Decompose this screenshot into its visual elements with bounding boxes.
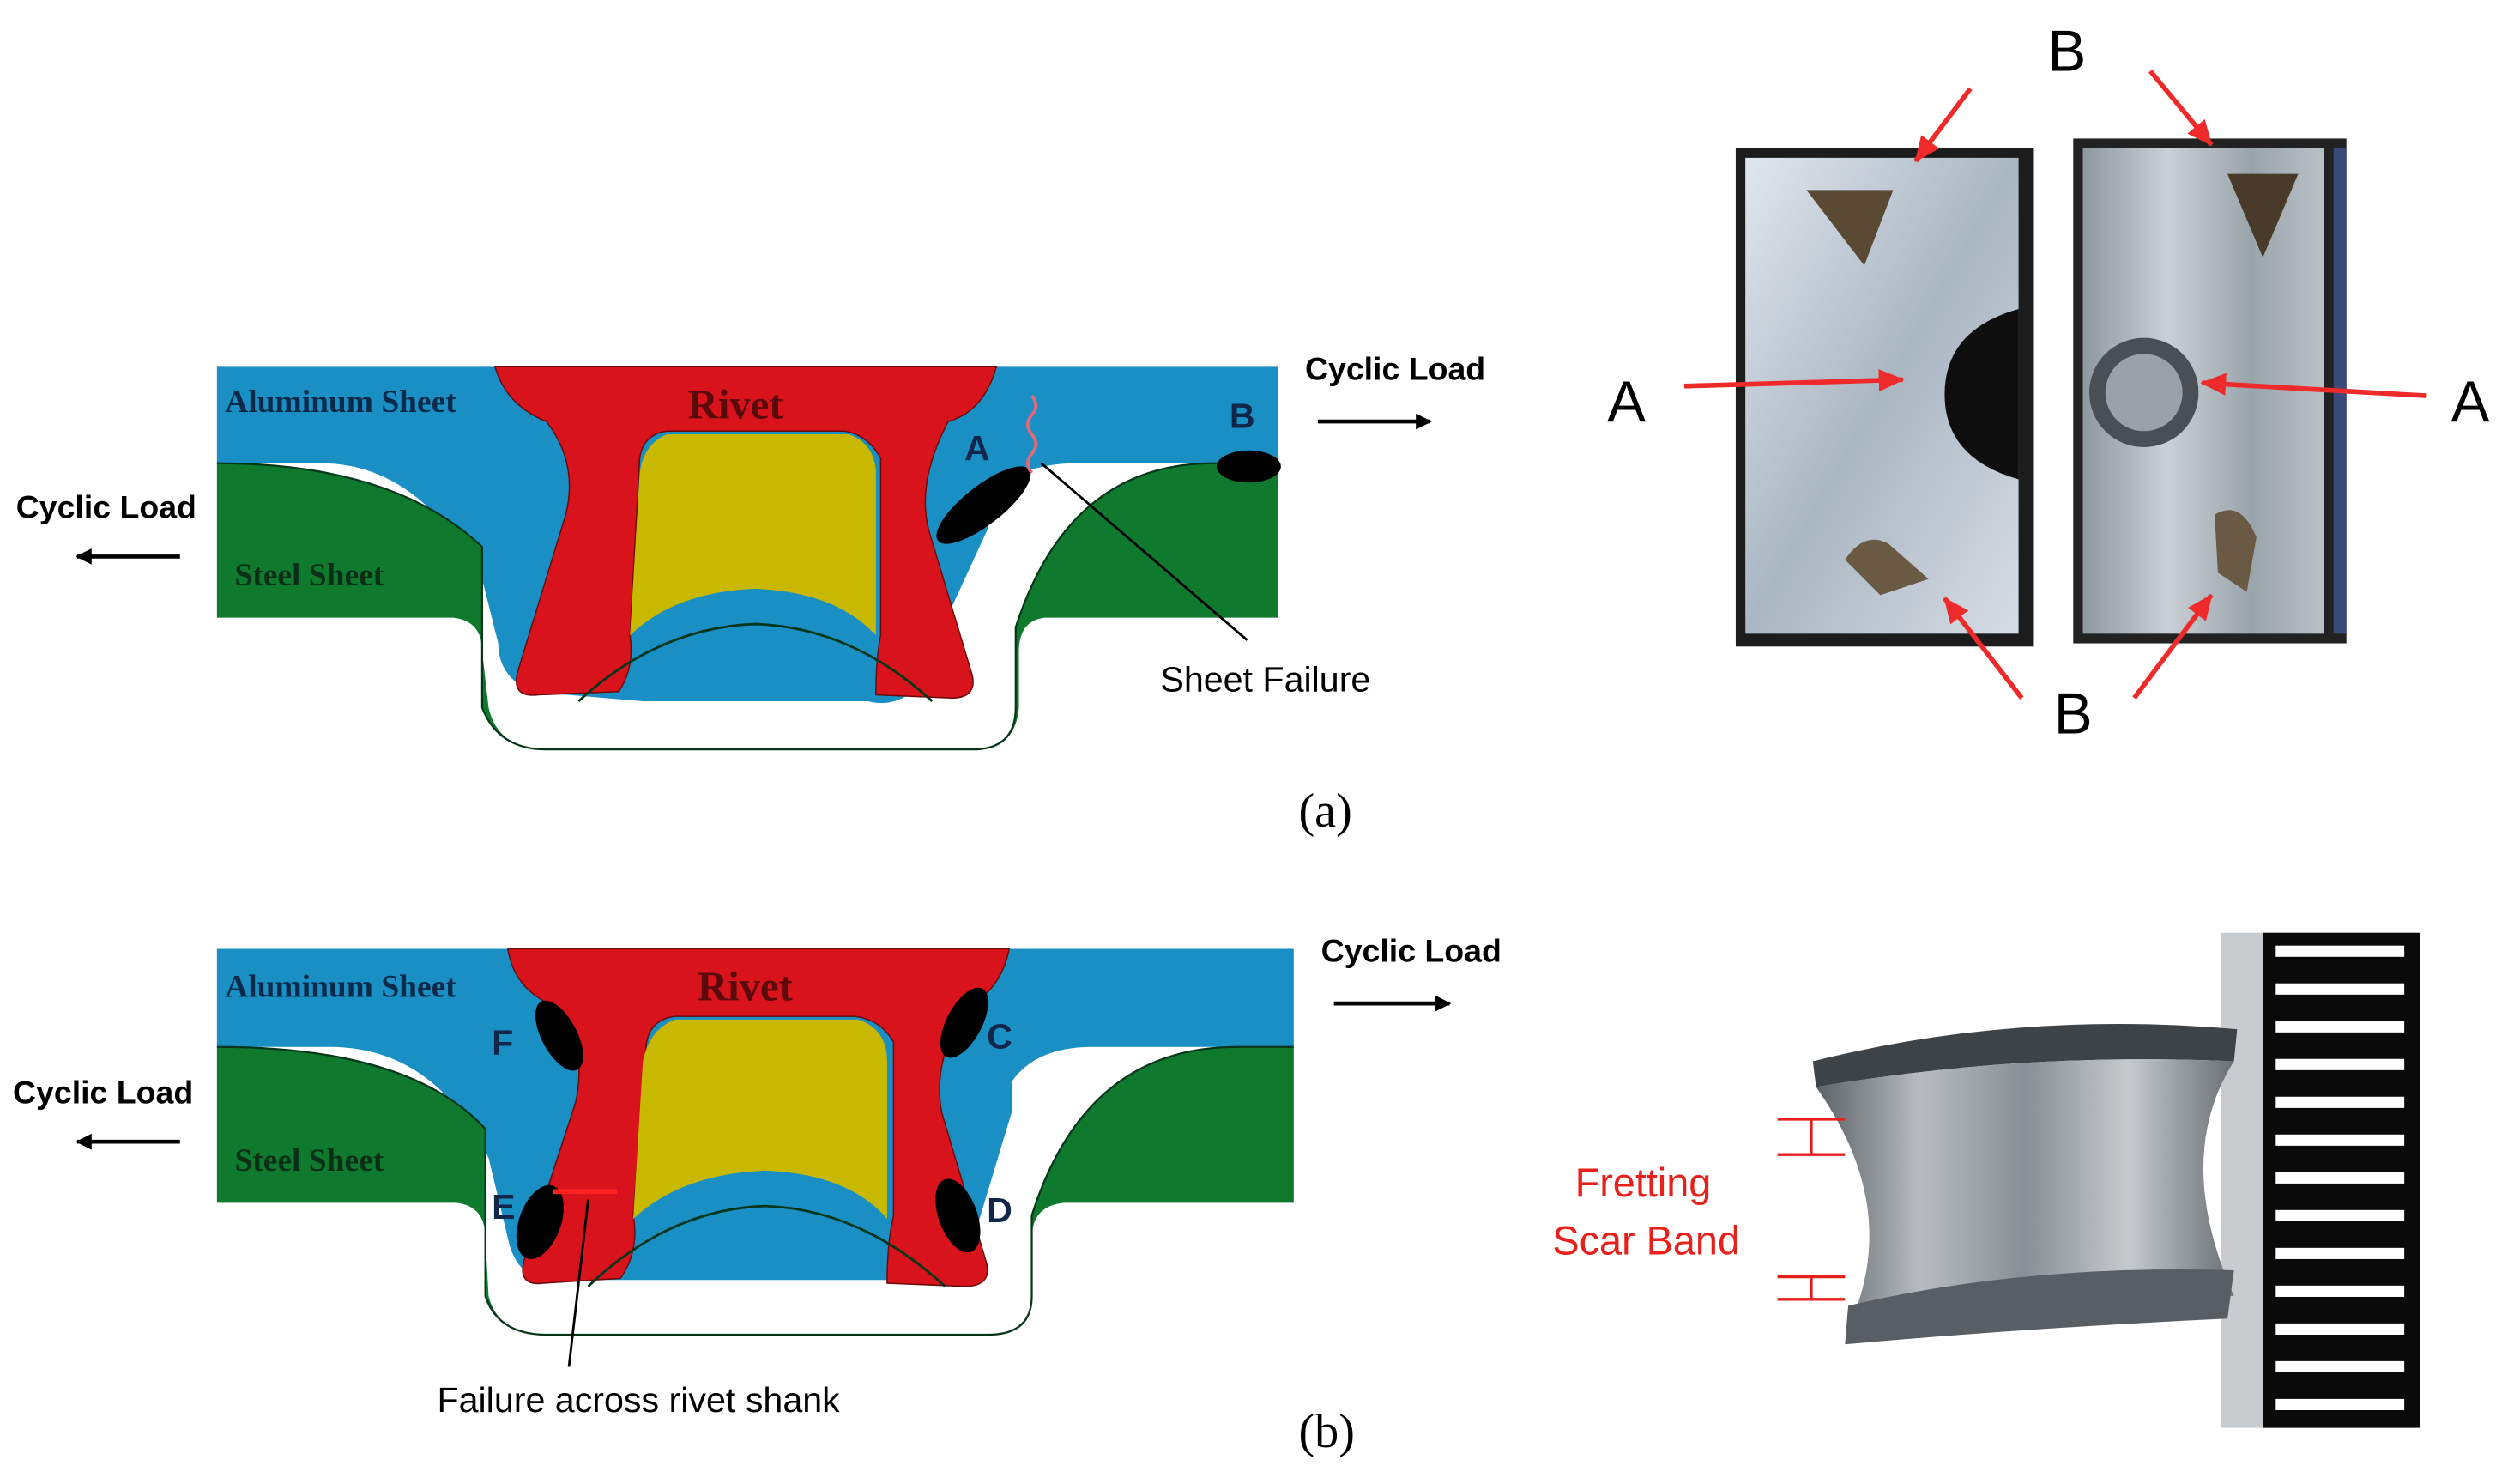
fretting-dimension-bottom (1777, 1275, 1846, 1301)
ruler-tick (2275, 1247, 2405, 1259)
steel-outline-b (216, 1045, 1294, 1336)
rivet-label-b: Rivet (698, 963, 793, 1009)
ruler-tick (2275, 1172, 2405, 1184)
ruler-tick (2275, 983, 2405, 995)
panel-b-photo: Fretting Scar Band (1552, 932, 2420, 1428)
cyclic-load-left-a: Cyclic Load (16, 488, 196, 524)
arrow-b-bottom-left (1943, 597, 2024, 700)
panel-a-photo: B B A A (1607, 20, 2489, 747)
hole-left (1944, 308, 2019, 480)
arrow-a-right (2200, 373, 2427, 398)
steel-outline-a (216, 462, 1278, 751)
failure-zone-f (535, 1000, 583, 1071)
arrow-b-top-left (1913, 87, 1973, 163)
failure-zone-e (516, 1184, 564, 1259)
anvil-bump-b (587, 1204, 946, 1287)
ruler-ticks (2275, 945, 2405, 1411)
steel-label-a: Steel Sheet (234, 558, 384, 593)
label-a-right: A (2451, 370, 2489, 434)
caption-b: (b) (1298, 1405, 1355, 1458)
label-b-top: B (2047, 20, 2086, 84)
fretting-label-line2: Scar Band (1552, 1218, 1740, 1263)
arrow-b-bottom-right (2132, 593, 2214, 700)
failure-zone-c (940, 987, 988, 1058)
sheet-failure-label: Sheet Failure (1160, 660, 1370, 700)
aluminum-label-b: Aluminum Sheet (225, 970, 456, 1005)
fret-mark-left-top (1806, 190, 1894, 266)
marker-a: A (964, 428, 990, 468)
marker-d: D (987, 1190, 1012, 1230)
ruler-tick (2275, 1058, 2405, 1070)
ruler-tick (2275, 1323, 2405, 1335)
marker-f: F (492, 1023, 513, 1063)
ruler-tick (2275, 1285, 2405, 1297)
fretting-label-line1: Fretting (1575, 1160, 1712, 1205)
fretting-dimension-top (1777, 1118, 1846, 1156)
arrow-b-top-right (2148, 69, 2214, 147)
panel-a-diagram: Aluminum Sheet Steel Sheet Rivet A B She… (16, 350, 1485, 751)
ruler-tick (2275, 1209, 2405, 1221)
ruler-base (2221, 932, 2263, 1428)
rivet-body-photo (1816, 1059, 2234, 1329)
failure-zone-d (935, 1178, 981, 1253)
ruler-tick (2275, 1398, 2405, 1411)
cyclic-load-right-a: Cyclic Load (1305, 350, 1485, 386)
label-a-left: A (1607, 370, 1646, 434)
rivet-stub-inner (2105, 354, 2183, 432)
cyclic-load-left-b: Cyclic Load (13, 1074, 193, 1110)
rivet-core-a (630, 434, 876, 636)
arrow-a-left (1683, 369, 1905, 392)
rivet-head-photo (1812, 1023, 2238, 1087)
rivet-label-a: Rivet (688, 381, 783, 427)
fret-mark-left-bottom (1845, 539, 1929, 596)
fret-mark-right-bottom (2215, 510, 2257, 592)
ruler-tick (2275, 1021, 2405, 1033)
caption-a: (a) (1298, 784, 1351, 838)
rivet-foot-photo (1845, 1269, 2234, 1345)
marker-e: E (492, 1187, 515, 1227)
marker-c: C (987, 1017, 1012, 1057)
cyclic-load-right-b: Cyclic Load (1321, 932, 1502, 968)
ruler-tick (2275, 1096, 2405, 1108)
marker-b: B (1230, 397, 1255, 436)
fret-mark-right-top (2227, 173, 2299, 258)
aluminum-label-a: Aluminum Sheet (225, 385, 456, 420)
failure-zone-a (936, 466, 1031, 544)
leader-line-a (1040, 462, 1248, 641)
ruler-tick (2275, 945, 2405, 957)
leader-line-b (567, 1199, 589, 1367)
anvil-bump-a (577, 622, 934, 703)
crack-line-a (1025, 394, 1038, 475)
rivet-a (493, 366, 998, 699)
panel-b-diagram: Aluminum Sheet Steel Sheet Rivet F C E D… (13, 932, 1502, 1419)
rivet-core-b (632, 1019, 887, 1220)
shank-failure-label: Failure across rivet shank (437, 1380, 840, 1420)
label-b-bottom: B (2054, 681, 2093, 746)
failure-zone-b (1216, 450, 1281, 483)
steel-label-b: Steel Sheet (234, 1143, 384, 1178)
ruler-tick (2275, 1134, 2405, 1146)
ruler-tick (2275, 1360, 2405, 1372)
